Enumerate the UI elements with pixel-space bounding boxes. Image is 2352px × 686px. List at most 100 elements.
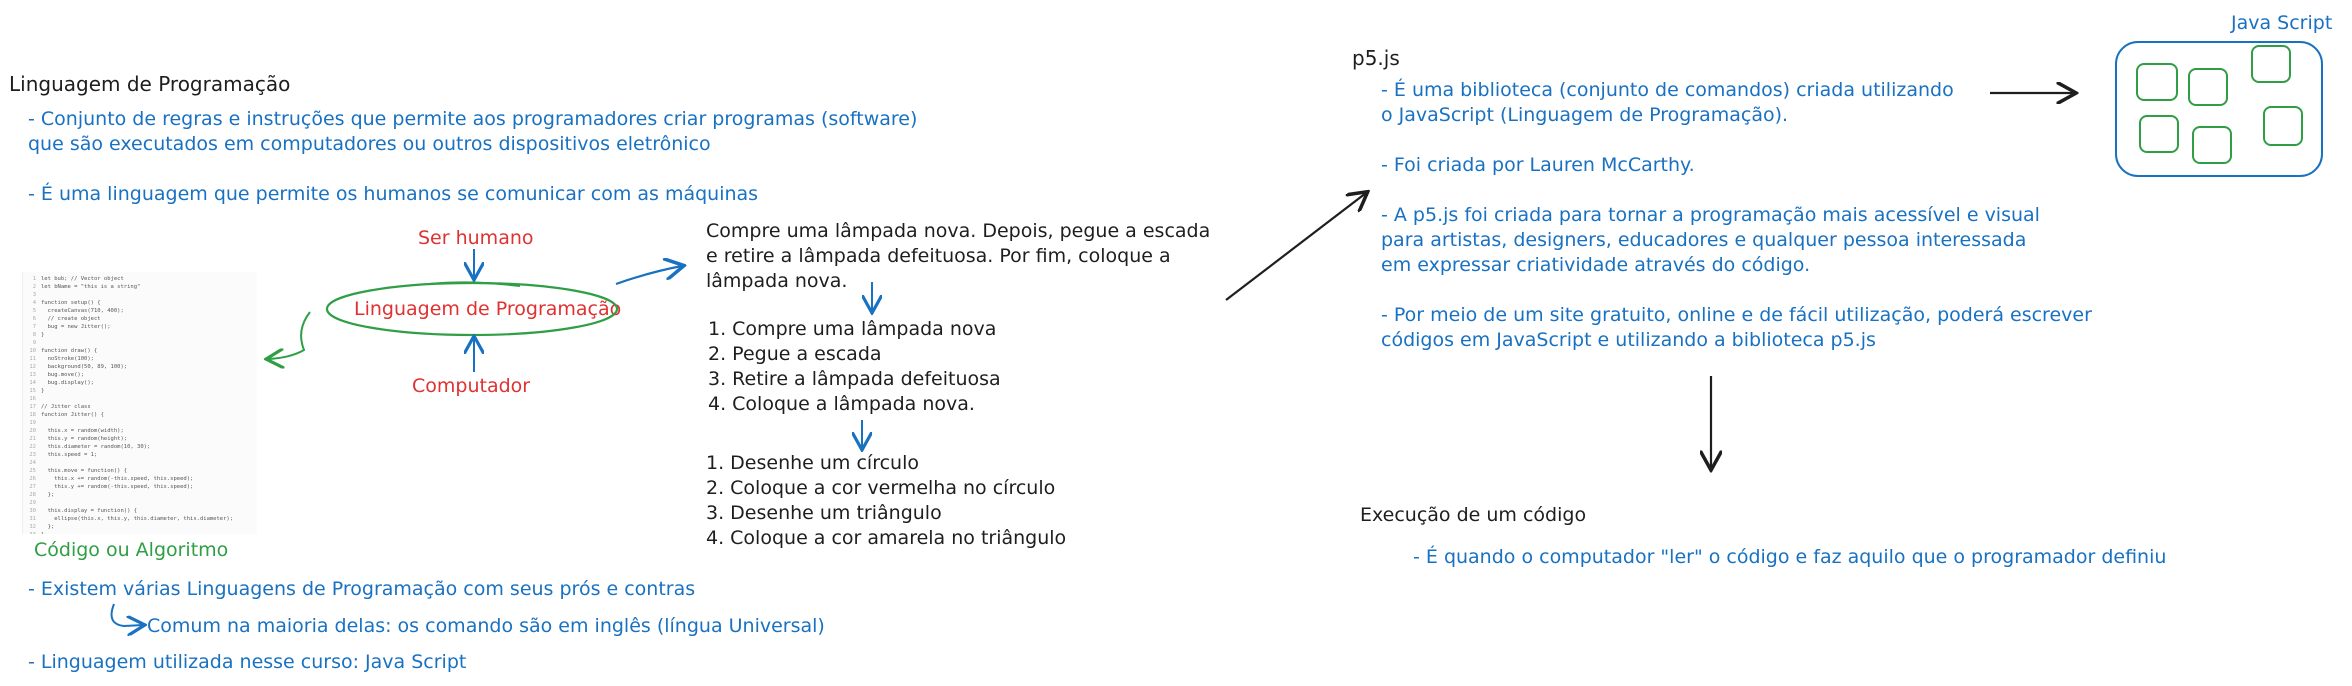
code-line-number: 13 bbox=[29, 372, 36, 378]
p5-bullet-4-line-2: códigos em JavaScript e utilizando a bib… bbox=[1381, 329, 1876, 351]
code-line-number: 7 bbox=[32, 324, 36, 330]
code-line-number: 11 bbox=[29, 356, 36, 362]
p5-bullet-3-line-3: em expressar criatividade através do cód… bbox=[1381, 254, 1811, 276]
code-line-number: 25 bbox=[29, 468, 36, 474]
label-computador: Computador bbox=[412, 375, 531, 397]
execucao-title: Execução de um código bbox=[1360, 504, 1587, 526]
step-item: 1. Compre uma lâmpada nova bbox=[708, 318, 997, 340]
label-ser-humano: Ser humano bbox=[418, 227, 534, 249]
linguagem-ellipse bbox=[325, 281, 619, 337]
code-step-item: 4. Coloque a cor amarela no triângulo bbox=[706, 527, 1067, 549]
definition-line-2: que são executados em computadores ou ou… bbox=[28, 133, 711, 155]
step-item: 3. Retire a lâmpada defeituosa bbox=[708, 368, 1001, 390]
code-line: createCanvas(710, 400); bbox=[41, 308, 124, 314]
code-line-number: 32 bbox=[29, 524, 36, 530]
code-step-item: 1. Desenhe um círculo bbox=[706, 452, 919, 474]
code-line-number: 22 bbox=[29, 444, 36, 450]
code-line-number: 28 bbox=[29, 492, 36, 498]
code-line: // Jitter class bbox=[41, 404, 91, 410]
code-line: } bbox=[41, 531, 233, 534]
code-line-number: 20 bbox=[29, 428, 36, 434]
code-line-number: 14 bbox=[29, 380, 36, 386]
arrow-to-instructions bbox=[615, 266, 682, 286]
p5-bullet-1-line-2: o JavaScript (Linguagem de Programação). bbox=[1381, 104, 1789, 126]
p5-bullet-3-line-1: - A p5.js foi criada para tornar a progr… bbox=[1381, 204, 2040, 226]
code-line-number: 21 bbox=[29, 436, 36, 442]
code-line-number: 9 bbox=[32, 340, 36, 346]
code-line: bug.move(); bbox=[41, 372, 85, 378]
section-title-linguagem: Linguagem de Programação bbox=[9, 72, 291, 96]
communication-line: - É uma linguagem que permite os humanos… bbox=[28, 183, 759, 205]
code-line: this.speed = 1; bbox=[41, 452, 98, 458]
code-line: }; bbox=[41, 492, 55, 498]
javascript-label: Java Script bbox=[2231, 12, 2333, 34]
code-line-number: 12 bbox=[29, 364, 36, 370]
arrow-to-comum bbox=[110, 603, 143, 626]
label-codigo-algoritmo: Código ou Algoritmo bbox=[34, 539, 229, 561]
code-line: function setup() { bbox=[41, 300, 101, 306]
code-line: this.y = random(height); bbox=[41, 436, 128, 442]
code-line: this.y += random(-this.speed, this.speed… bbox=[41, 484, 194, 490]
execucao-description: - É quando o computador "ler" o código e… bbox=[1413, 546, 2167, 568]
code-line-number: 1 bbox=[32, 276, 36, 282]
code-line: this.display = function() { bbox=[41, 508, 138, 514]
code-line-number: 6 bbox=[32, 316, 36, 322]
code-line: this.x += random(-this.speed, this.speed… bbox=[41, 476, 194, 482]
code-line-number: 27 bbox=[29, 484, 36, 490]
code-step-item: 2. Coloque a cor vermelha no círculo bbox=[706, 477, 1056, 499]
p5-bullet-1-line-1: - É uma biblioteca (conjunto de comandos… bbox=[1381, 79, 1954, 101]
code-line: this.x = random(width); bbox=[41, 428, 124, 434]
step-item: 4. Coloque a lâmpada nova. bbox=[708, 393, 975, 415]
ellipse-label: Linguagem de Programação bbox=[354, 298, 622, 320]
code-line-number: 4 bbox=[32, 300, 36, 306]
code-line: } bbox=[41, 388, 45, 394]
code-line-number: 31 bbox=[29, 516, 36, 522]
linguagem-curso-line: - Linguagem utilizada nesse curso: Java … bbox=[28, 651, 467, 673]
code-line-number: 24 bbox=[29, 460, 36, 466]
code-line: this.diameter = random(10, 30); bbox=[41, 444, 151, 450]
code-line-number: 16 bbox=[29, 396, 36, 402]
code-line-number: 18 bbox=[29, 412, 36, 418]
code-line: ellipse(this.x, this.y, this.diameter, t… bbox=[41, 516, 234, 522]
code-line: let bub; // Vector object bbox=[41, 276, 124, 282]
code-line-number: 8 bbox=[32, 332, 36, 338]
intro-line-2: e retire a lâmpada defeituosa. Por fim, … bbox=[706, 245, 1171, 267]
p5-bullet-4-line-1: - Por meio de um site gratuito, online e… bbox=[1381, 304, 2092, 326]
code-line: }; bbox=[41, 524, 55, 530]
code-line: bug = new Jitter(); bbox=[41, 324, 111, 330]
code-line: noStroke(100); bbox=[41, 356, 94, 362]
p5-bullet-3-line-2: para artistas, designers, educadores e q… bbox=[1381, 229, 2027, 251]
code-line-number: 30 bbox=[29, 508, 36, 514]
code-lines: let bub; // Vector object let bName = "th… bbox=[41, 275, 233, 534]
step-item: 2. Pegue a escada bbox=[708, 343, 882, 365]
intro-line-3: lâmpada nova. bbox=[706, 270, 848, 292]
code-line: bug.display(); bbox=[41, 380, 94, 386]
p5-bullet-2: - Foi criada por Lauren McCarthy. bbox=[1381, 154, 1695, 176]
intro-line-1: Compre uma lâmpada nova. Depois, pegue a… bbox=[706, 220, 1211, 242]
code-line: } bbox=[41, 332, 45, 338]
code-line-number: 10 bbox=[29, 348, 36, 354]
code-line-number: 19 bbox=[29, 420, 36, 426]
code-line-number: 33 bbox=[23, 531, 36, 534]
code-line: // create object bbox=[41, 316, 101, 322]
code-line: function draw() { bbox=[41, 348, 98, 354]
code-line: background(50, 89, 100); bbox=[41, 364, 128, 370]
varias-linguagens-line: - Existem várias Linguagens de Programaç… bbox=[28, 578, 696, 600]
comum-ingles-line: Comum na maioria delas: os comando são e… bbox=[147, 615, 825, 637]
arrow-to-code-green bbox=[268, 311, 311, 359]
code-line: this.move = function() { bbox=[41, 468, 128, 474]
javascript-box bbox=[2115, 41, 2323, 177]
code-line-number: 5 bbox=[32, 308, 36, 314]
code-line-number: 15 bbox=[29, 388, 36, 394]
code-line-number: 2 bbox=[32, 284, 36, 290]
code-line-number: 23 bbox=[29, 452, 36, 458]
code-line: let bName = "this is a string" bbox=[41, 284, 141, 290]
code-line-number: 26 bbox=[29, 476, 36, 482]
section-title-p5js: p5.js bbox=[1352, 46, 1400, 70]
definition-line-1: - Conjunto de regras e instruções que pe… bbox=[28, 108, 918, 130]
code-line-number: 29 bbox=[29, 500, 36, 506]
arrow-to-p5js bbox=[1225, 193, 1366, 301]
